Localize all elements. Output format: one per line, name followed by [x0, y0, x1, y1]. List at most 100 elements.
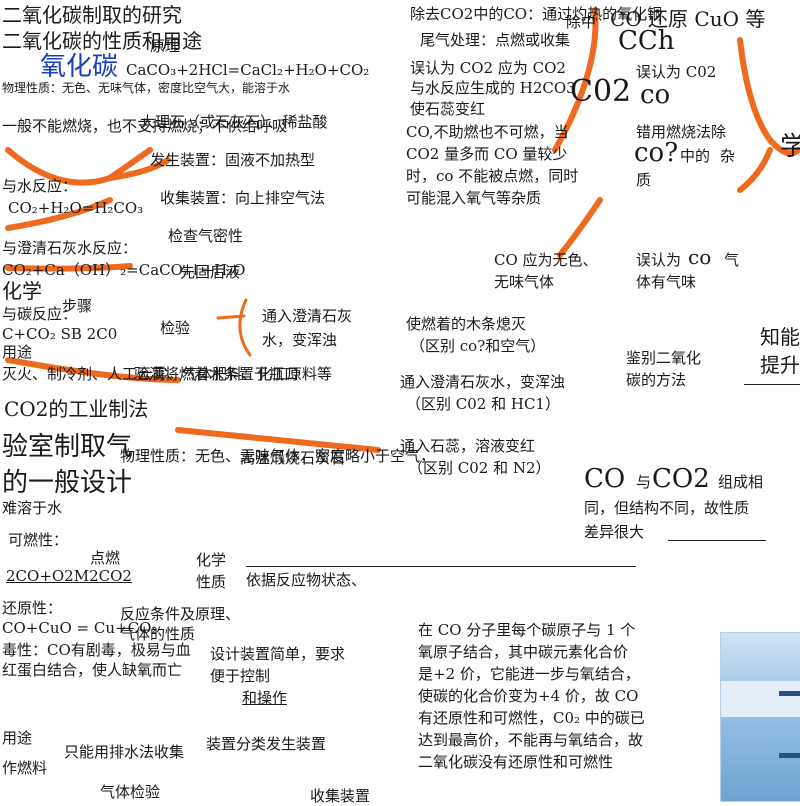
industry-title: CO2的工业制法 [4, 397, 149, 421]
misconception-smell-co: co [688, 245, 712, 269]
misconception-smell-1: 误认为 [636, 251, 682, 269]
chem-lime-eq: CO₂+Ca（OH）₂=CaCO₃↓+H₂O [2, 261, 246, 279]
full-check: 验满将燃着木条置于瓶口 [134, 365, 300, 383]
design-basis: 依据反应物状态、 [246, 571, 367, 589]
design-req-2: 便于控制 [210, 667, 271, 685]
principle-label: 原理 [150, 37, 181, 55]
identify-2a: 通入澄清石灰水，变浑浊 [400, 373, 566, 391]
co-uses-text: 作燃料 [2, 759, 48, 777]
struct-7: 二氧化碳没有还原性和可燃性 [418, 753, 614, 771]
collect-device: 收集装置：向上排空气法 [160, 189, 326, 207]
compare-co2: CO2 [652, 464, 710, 494]
ch-big: CCh [618, 26, 675, 56]
co-shape-1: CO 应为无色、 [494, 251, 598, 269]
identify-3b: （区别 C02 和 N2） [408, 459, 551, 477]
co-combust-eq: 2CO+O2M2CO2 [6, 567, 132, 585]
co-collect-only: 只能用排水法收集 [64, 743, 185, 761]
identify-3a: 通入石蕊，溶液变红 [400, 437, 536, 455]
verify-text-2: 水，变浑浊 [262, 331, 338, 349]
lab-title-2: 的一般设计 [2, 468, 133, 498]
reagents: 大理石（或石灰石）、稀盐酸 [140, 113, 328, 131]
chem-carbon-label: 与碳反应： [2, 305, 78, 323]
uses-label: 用途 [2, 343, 33, 361]
verify-text-1: 通入澄清石灰 [262, 307, 353, 325]
struct-5: 有还原性和可燃性，C0₂ 中的碳已 [418, 709, 645, 727]
compare-co: CO [584, 464, 626, 494]
chem-carbon-eq: C+CO₂ SB 2C0 [2, 325, 118, 343]
check-airtight: 检查气密性 [168, 227, 244, 245]
co2-big: C02 [570, 74, 632, 109]
struct-2: 氧原子结合，其中碳元素化合价 [418, 643, 629, 661]
co-combust-cond: 点燃 [90, 549, 121, 567]
collect-device-2: 收集装置 [310, 787, 371, 805]
co-label: co [640, 80, 671, 110]
co-toxic: 毒性：CO有剧毒，极易与血红蛋白结合，使人缺氧而亡 [2, 641, 191, 680]
order-note: 先固后液 [180, 263, 241, 281]
co-q-imp: 杂 [720, 147, 736, 165]
industry-method: 高温煅烧石灰石 [240, 449, 346, 467]
gas-check: 气体检验 [100, 783, 161, 801]
co-paragraph-1: CO,不助燃也不可燃，当 [406, 123, 569, 141]
chem-nature-2: 性质 [196, 573, 227, 591]
compare-1: 组成相 [718, 473, 764, 491]
co-q: co? [634, 138, 679, 168]
book-cover-image [720, 632, 800, 802]
design-basis-2: 反应条件及原理、 [120, 605, 241, 623]
compare-3: 差异很大 [584, 523, 645, 541]
struct-4: 使碳的化合价变为+4 价，故 CO [418, 687, 639, 705]
wrong-method: 错用燃烧法除 [636, 123, 727, 141]
knowledge-underline [744, 384, 800, 385]
lab-title-1: 验室制取气 [2, 432, 133, 462]
co-shape-2: 无味气体 [494, 273, 555, 291]
design-req-3: 和操作 [242, 689, 288, 707]
chem-water-eq: CO₂+H₂O=H₂CO₃ [8, 199, 144, 217]
knowledge-2: 提升 [760, 353, 800, 377]
identify-1a: 使燃着的木条熄灭 [406, 315, 527, 333]
struct-1: 在 CO 分子里每个碳原子与 1 个 [418, 621, 636, 639]
gen-device: 发生装置：固液不加热型 [150, 151, 316, 169]
co-paragraph-2: CO2 量多而 CO 量较少 [406, 145, 568, 163]
chem-water-label: 与水反应： [2, 177, 78, 195]
identify-2b: （区别 C02 和 HC1） [406, 395, 560, 413]
co-combust-label: 可燃性： [8, 531, 69, 549]
chem-lime-label: 与澄清石灰水反应： [2, 239, 138, 257]
device-class: 装置分类发生装置 [206, 735, 327, 753]
struct-3: 是+2 价，它能进一步与氧结合， [418, 665, 640, 683]
co-uses-label: 用途 [2, 729, 33, 747]
principle-eq: CaCO₃+2HCl=CaCl₂+H₂O+CO₂ [126, 61, 370, 79]
compare-and: 与 [636, 473, 652, 491]
tail-gas: 尾气处理：点燃或收集 [420, 31, 571, 49]
steps-label: 步骤 [62, 297, 93, 315]
remove-co: 除去CO2中的CO：通过灼热的氧化铜 [410, 5, 663, 23]
verify-label: 检验 [160, 319, 191, 337]
knowledge-1: 知能 [760, 325, 800, 349]
co-reduce-label: 还原性： [2, 599, 63, 617]
header-title-3: 氧化碳 [40, 52, 119, 82]
divider-line [246, 566, 636, 567]
misconception-smell-3: 体有气味 [636, 273, 697, 291]
physical-property: 物理性质：无色、无味气体，密度比空气大，能溶于水 [2, 81, 291, 95]
co-paragraph-4: 可能混入氧气等杂质 [406, 189, 542, 207]
design-basis-3: 气体的性质 [120, 625, 196, 643]
co-reduce-eq: CO+CuO = Cu+CO₂ [2, 619, 158, 637]
co-physical-2: 难溶于水 [2, 499, 63, 517]
co-reduce-cuo: CO 还原 CuO 等 [610, 7, 766, 31]
misconception-co2: 误认为 C02 [636, 63, 717, 81]
identify-method-2: 碳的方法 [626, 371, 687, 389]
struct-6: 达到最高价，不能再与氧结合，故 [418, 731, 644, 749]
remove-label: 除中 [566, 13, 597, 31]
identify-1b: （区别 co?和空气） [410, 337, 546, 355]
uses-text: 灭火、制冷剂、人工云雾、气体肥料、化工原料等 [2, 365, 333, 383]
compare-2: 同，但结构不同，故性质 [584, 499, 750, 517]
chem-property-1: 一般不能燃烧，也不支持燃烧；不供给呼吸 [2, 117, 288, 135]
co-paragraph-3: 时，co 不能被点燃，同时 [406, 167, 579, 185]
study-label: 学 [780, 132, 800, 162]
chem-nature-1: 化学 [196, 551, 227, 569]
chem-lime-note: 化学 [2, 279, 42, 303]
header-title-1: 二氧化碳制取的研究 [2, 3, 182, 27]
co-physical: 物理性质：无色、无味气体，密度略小于空气， [120, 447, 436, 465]
misconception-1: 误认为 CO2 应为 CO2 与水反应生成的 H2CO3 使石蕊变红 [410, 59, 576, 118]
header-title-2: 二氧化碳的性质和用途 [2, 29, 202, 53]
compare-underline [668, 540, 766, 541]
